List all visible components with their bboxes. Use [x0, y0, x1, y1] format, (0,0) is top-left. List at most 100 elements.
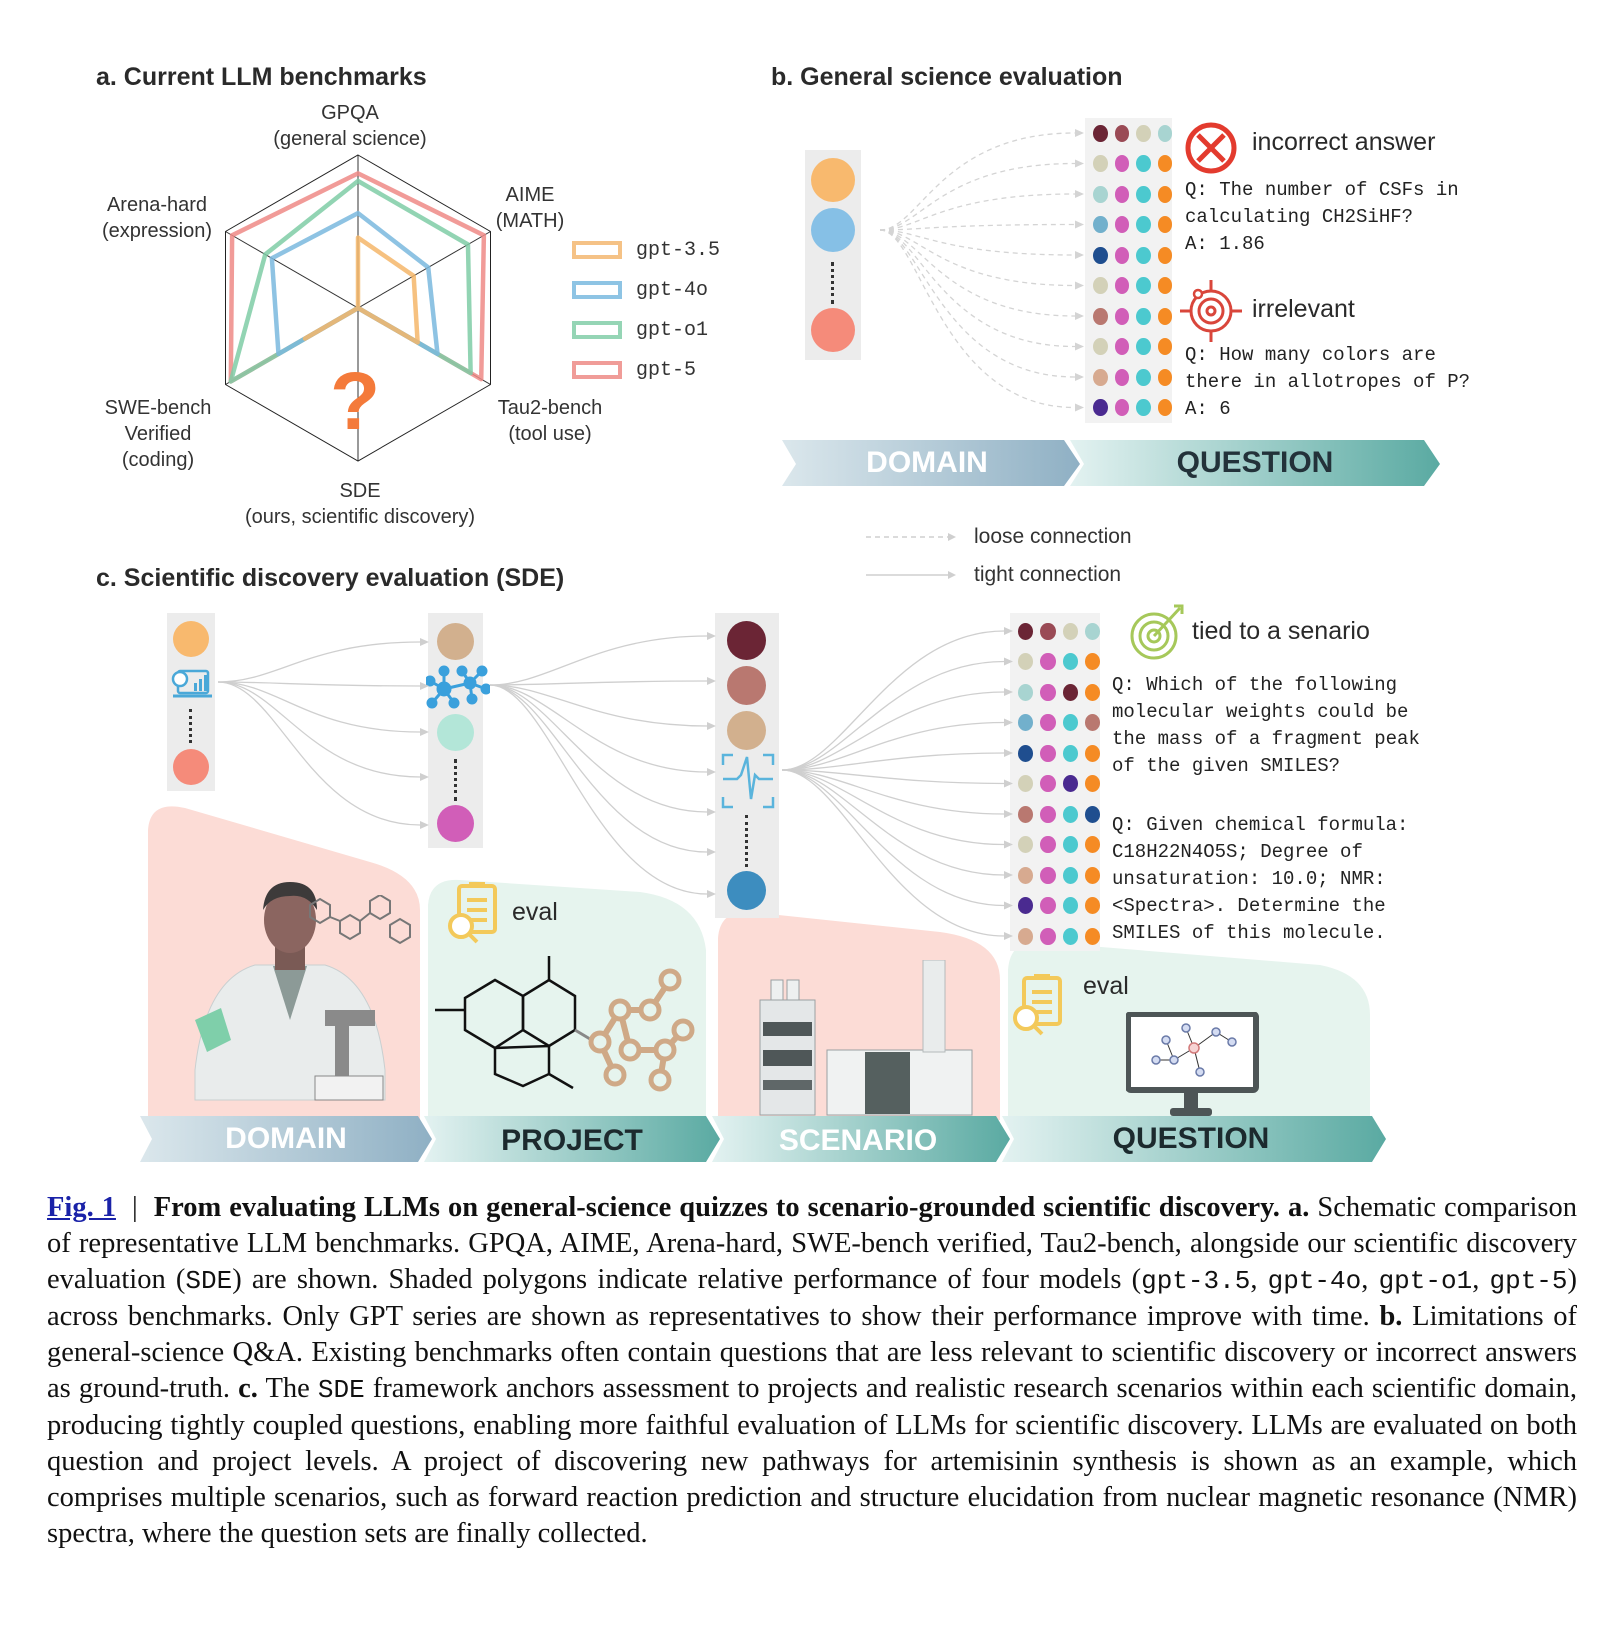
- tight-arrow: [781, 769, 1005, 937]
- irrelevant-question-text: Q: How many colors are there in allotrop…: [1185, 344, 1471, 420]
- question-dot: [1114, 399, 1129, 417]
- arrow-head: [1004, 840, 1013, 849]
- loose-arrow: [879, 229, 1076, 317]
- question-dot: [1093, 307, 1108, 325]
- caption-text-a1: Schematic comparison of representative L…: [47, 1192, 1578, 1295]
- arrow-head: [1004, 627, 1013, 635]
- question-dot: [1114, 216, 1129, 234]
- question-dot: [1062, 622, 1078, 640]
- banner-domain-b: DOMAIN: [866, 446, 988, 479]
- axis-sub: (expression): [101, 220, 213, 242]
- question-dot: [1018, 897, 1034, 915]
- incorrect-x-circle-icon: [1185, 122, 1237, 174]
- loose-arrow: [879, 229, 1076, 378]
- axis-sub: (MATH): [495, 210, 565, 232]
- question-eval-label: eval: [1083, 972, 1129, 1000]
- arrow-head: [1004, 688, 1013, 696]
- question-dot: [1093, 277, 1108, 295]
- project-bg: [428, 879, 706, 1120]
- question-dot: [1114, 124, 1129, 142]
- arrow-head: [420, 682, 429, 690]
- question-dot: [1062, 683, 1078, 701]
- question-dot-row: [1093, 179, 1172, 210]
- question-dot: [1093, 399, 1108, 417]
- question-dot-row: [1018, 769, 1100, 800]
- question-dot: [1093, 216, 1108, 234]
- question-dot-row: [1018, 891, 1100, 922]
- loose-arrow: [879, 162, 1076, 231]
- question-dot: [1040, 927, 1056, 945]
- tight-arrow: [489, 684, 708, 895]
- arrow-head: [1004, 749, 1013, 757]
- molecule-sketches-icon: [309, 895, 411, 945]
- question-mark-icon: ?: [330, 356, 381, 447]
- question-dot: [1040, 775, 1056, 793]
- scenario-dot: [727, 711, 766, 750]
- question-dot: [1157, 155, 1172, 173]
- legend-tight-connection: tight connection: [866, 556, 1132, 594]
- loose-arrow: [879, 223, 1076, 231]
- question-dot: [1040, 683, 1056, 701]
- caption-text-a2: ) are shown. Shaded polygons indicate re…: [232, 1264, 1142, 1295]
- question-dot: [1040, 714, 1056, 732]
- project-dot: [437, 714, 474, 751]
- legend-label: gpt-o1: [636, 318, 709, 342]
- legend-label: gpt-3.5: [636, 238, 721, 262]
- tight-arrow: [489, 684, 708, 813]
- incorrect-answer-label: incorrect answer: [1252, 128, 1436, 156]
- question-dot: [1018, 775, 1034, 793]
- question-dot: [1084, 897, 1100, 915]
- question-dot: [1018, 805, 1034, 823]
- legend-swatch: [572, 241, 622, 259]
- legend-label: gpt-4o: [636, 278, 709, 302]
- caption-separator: |: [131, 1192, 138, 1223]
- panel-b-banners: [782, 440, 1440, 486]
- axis-sub: (coding): [121, 449, 195, 471]
- question-dot: [1084, 714, 1100, 732]
- question-dot: [1136, 338, 1151, 356]
- panel-a-title: a. Current LLM benchmarks: [96, 63, 427, 91]
- panel-b-title: b. General science evaluation: [771, 63, 1123, 91]
- axis-sub: (general science): [273, 128, 427, 150]
- question-dot: [1157, 185, 1172, 203]
- irrelevant-label: irrelevant: [1252, 295, 1355, 323]
- question-dot: [1062, 866, 1078, 884]
- tight-arrow: [781, 721, 1005, 771]
- question-dot: [1040, 653, 1056, 671]
- question-dot: [1157, 399, 1172, 417]
- tight-arrow: [781, 630, 1005, 771]
- question-dot: [1062, 714, 1078, 732]
- dashed-arrow-icon: [866, 533, 956, 541]
- radar-series-gpt-3.5: [302, 235, 420, 345]
- eval-clipboard-icon: [448, 882, 497, 944]
- question-dot-row: [1093, 301, 1172, 332]
- arrow-head: [707, 768, 716, 776]
- tight-arrow: [217, 681, 421, 687]
- question-dot: [1157, 124, 1172, 142]
- arrow-head: [420, 773, 429, 781]
- question-dot-row: [1093, 149, 1172, 180]
- question-dot-grid-b: [1085, 118, 1172, 423]
- question-dot: [1040, 744, 1056, 762]
- question-dot-row: [1018, 647, 1100, 678]
- ellipsis-divider: [745, 815, 748, 867]
- question-dot: [1062, 836, 1078, 854]
- radar-axis-label-sde: SDE (ours, scientific discovery): [210, 478, 510, 530]
- arrow-head: [1075, 220, 1084, 229]
- radar-axis-label-gpqa: GPQA (general science): [250, 100, 450, 152]
- question-dot: [1084, 683, 1100, 701]
- question-dot-row: [1093, 393, 1172, 424]
- bullseye-target-icon: [1130, 604, 1184, 660]
- question-dot: [1040, 805, 1056, 823]
- banner-question-b: QUESTION: [1176, 446, 1334, 479]
- arrow-head: [1004, 779, 1013, 788]
- question-dot: [1157, 307, 1172, 325]
- tight-arrow: [781, 769, 1005, 846]
- axis-name: Tau2-bench: [497, 397, 603, 419]
- ellipsis-divider: [189, 709, 192, 743]
- tight-arrow: [781, 769, 1005, 785]
- eval-clipboard-icon: [1013, 974, 1062, 1036]
- figure-reference-link[interactable]: Fig. 1: [47, 1192, 116, 1223]
- project-eval-label: eval: [512, 898, 558, 926]
- legend-loose-connection: loose connection: [866, 518, 1132, 556]
